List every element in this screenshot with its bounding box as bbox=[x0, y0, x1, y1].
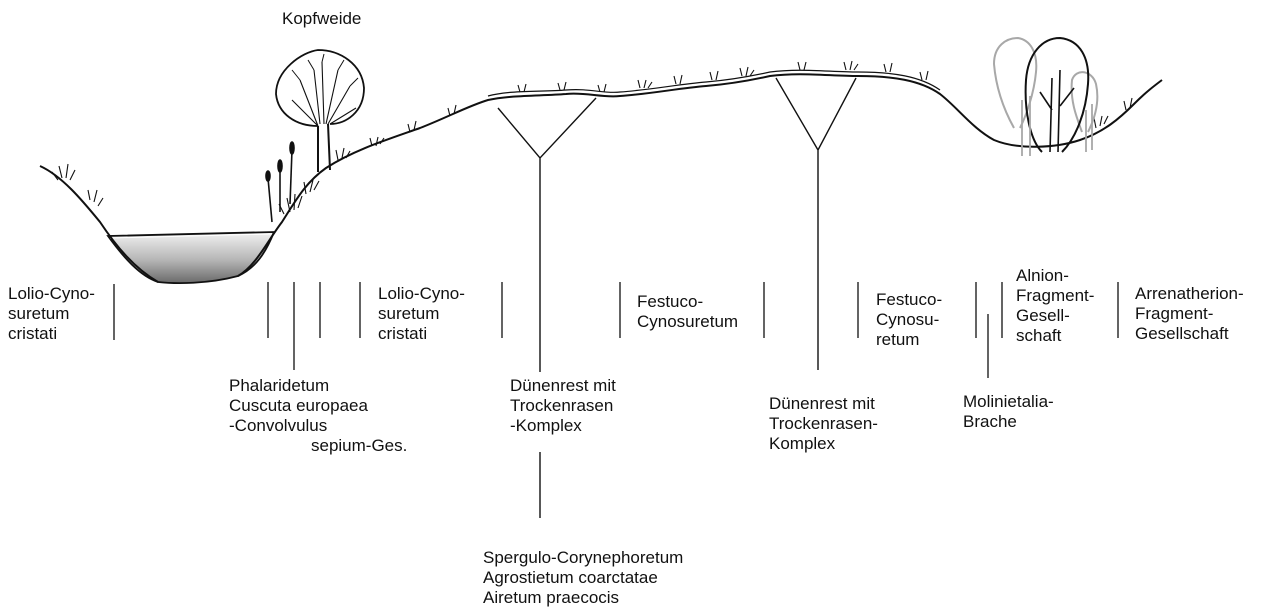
label-line: -Komplex bbox=[510, 416, 616, 436]
label-line: Trockenrasen bbox=[510, 396, 616, 416]
label-line: Spergulo-Corynephoretum bbox=[483, 548, 683, 568]
label-line: Festuco- bbox=[637, 292, 738, 312]
label-line: suretum bbox=[8, 304, 95, 324]
label-arrenatherion: Arrenatherion- Fragment- Gesellschaft bbox=[1135, 284, 1244, 344]
label-line: sepium-Ges. bbox=[229, 436, 407, 456]
label-kopfweide: Kopfweide bbox=[282, 9, 361, 29]
label-line: Trockenrasen- bbox=[769, 414, 878, 434]
label-line: Lolio-Cyno- bbox=[378, 284, 465, 304]
tree-group-right bbox=[994, 38, 1097, 156]
label-line: Gesell- bbox=[1016, 306, 1094, 326]
unit-dividers bbox=[114, 282, 1118, 378]
label-line: Dünenrest mit bbox=[510, 376, 616, 396]
label-line: Molinietalia- bbox=[963, 392, 1054, 412]
label-festuco-cynosuretum-right: Festuco- Cynosu- retum bbox=[876, 290, 942, 350]
dune-pointer-left bbox=[498, 98, 596, 372]
label-duenenrest-left: Dünenrest mit Trockenrasen -Komplex bbox=[510, 376, 616, 436]
label-line: retum bbox=[876, 330, 942, 350]
label-line: Alnion- bbox=[1016, 266, 1094, 286]
label-line: Airetum praecocis bbox=[483, 588, 683, 608]
label-line: Gesellschaft bbox=[1135, 324, 1244, 344]
label-line: schaft bbox=[1016, 326, 1094, 346]
label-alnion: Alnion- Fragment- Gesell- schaft bbox=[1016, 266, 1094, 346]
label-line: -Convolvulus bbox=[229, 416, 407, 436]
label-line: Brache bbox=[963, 412, 1054, 432]
label-line: Festuco- bbox=[876, 290, 942, 310]
label-line: Komplex bbox=[769, 434, 878, 454]
label-molinietalia: Molinietalia- Brache bbox=[963, 392, 1054, 432]
label-line: Lolio-Cyno- bbox=[8, 284, 95, 304]
label-duenenrest-right: Dünenrest mit Trockenrasen- Komplex bbox=[769, 394, 878, 454]
label-festuco-cynosuretum-mid: Festuco- Cynosuretum bbox=[637, 292, 738, 332]
label-line: Cynosu- bbox=[876, 310, 942, 330]
label-line: Phalaridetum bbox=[229, 376, 407, 396]
pond bbox=[108, 232, 274, 283]
turf-line bbox=[488, 70, 940, 96]
label-lolio-cynosuretum-mid: Lolio-Cyno- suretum cristati bbox=[378, 284, 465, 344]
label-line: Arrenatherion- bbox=[1135, 284, 1244, 304]
dune-pointer-right bbox=[776, 78, 856, 370]
label-phalaridetum: Phalaridetum Cuscuta europaea -Convolvul… bbox=[229, 376, 407, 456]
label-spergulo-group: Spergulo-Corynephoretum Agrostietum coar… bbox=[483, 548, 683, 608]
label-line: suretum bbox=[378, 304, 465, 324]
label-line: Cynosuretum bbox=[637, 312, 738, 332]
grass-tufts bbox=[52, 61, 1132, 214]
label-line: Cuscuta europaea bbox=[229, 396, 407, 416]
label-line: cristati bbox=[378, 324, 465, 344]
label-line: Fragment- bbox=[1135, 304, 1244, 324]
label-line: Dünenrest mit bbox=[769, 394, 878, 414]
label-line: cristati bbox=[8, 324, 95, 344]
label-line: Agrostietum coarctatae bbox=[483, 568, 683, 588]
label-lolio-cynosuretum-left: Lolio-Cyno- suretum cristati bbox=[8, 284, 95, 344]
label-line: Fragment- bbox=[1016, 286, 1094, 306]
